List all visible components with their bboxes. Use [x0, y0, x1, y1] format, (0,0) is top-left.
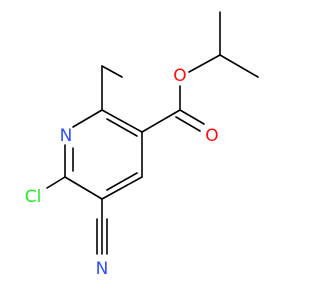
molecule-structure: N Cl N O O [25, 11, 259, 279]
bond-o-isopropyl [188, 54, 221, 73]
ring-nitrogen-label: N [60, 126, 73, 146]
chlorine-label: Cl [25, 187, 42, 207]
bond-c4-c5-inner [106, 172, 138, 191]
bond-c3-carbonyl [141, 109, 181, 133]
bond-c6-cl [46, 176, 66, 189]
bond-carbonyl-o-double-b [175, 116, 201, 132]
bond-methyl-tip [101, 65, 123, 78]
bond-isopropyl-right [219, 54, 259, 78]
ester-oxygen-label: O [173, 66, 186, 86]
bond-c5-c6 [64, 176, 103, 200]
bond-c2-c3 [101, 109, 143, 133]
bond-c2-c3-inner [106, 118, 138, 137]
bond-carbonyl-o-double-a [179, 109, 205, 125]
bond-lines [46, 11, 259, 255]
carbonyl-oxygen-label: O [205, 126, 218, 146]
atom-labels: N Cl N O O [25, 66, 219, 279]
nitrile-nitrogen-label: N [96, 259, 109, 279]
bond-c4-c5 [101, 176, 143, 200]
bond-n1-c2 [72, 109, 103, 128]
